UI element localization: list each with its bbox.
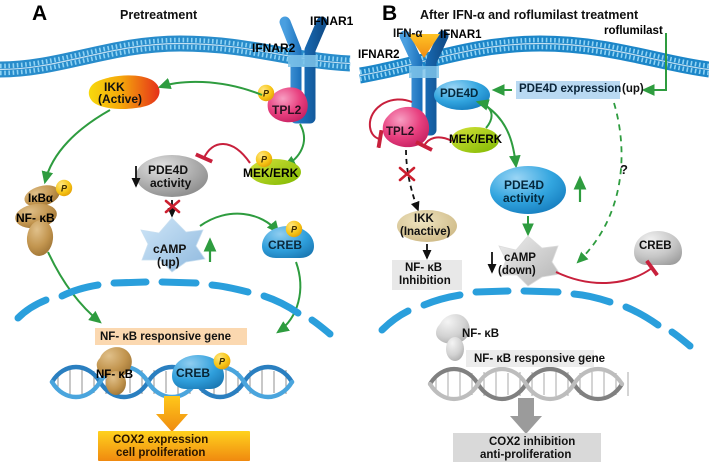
ikk-node-a bbox=[88, 75, 160, 109]
svg-text:P: P bbox=[61, 184, 68, 194]
creb-label-b: CREB bbox=[639, 240, 672, 252]
camp-state-label-a: (up) bbox=[157, 255, 180, 269]
mek-erk-label-b: MEK/ERK bbox=[449, 134, 503, 146]
pde4d-activity-sub-a: activity bbox=[150, 176, 192, 190]
creb-nuclear-node-a: P bbox=[172, 352, 231, 389]
ifnar2-label-b: IFNAR2 bbox=[358, 49, 400, 61]
panel-a-letter: A bbox=[32, 2, 48, 25]
roflumilast-line bbox=[641, 33, 667, 96]
tpl2-label-a: TPL2 bbox=[272, 103, 302, 117]
outcome-line2-a: cell proliferation bbox=[116, 447, 206, 459]
nfkb-inhibition-line2-b: Inhibition bbox=[399, 275, 451, 287]
svg-text:P: P bbox=[219, 357, 226, 367]
ikba-nfkb-complex-a: P bbox=[15, 179, 73, 256]
camp-node-a bbox=[140, 217, 206, 273]
pde4d-activity-node-b bbox=[490, 166, 566, 214]
responsive-gene-label-b: NF- κB responsive gene bbox=[474, 353, 606, 365]
outcome-line1-a: COX2 expression bbox=[113, 434, 209, 446]
ikba-label-a: IκBα bbox=[28, 193, 53, 205]
pde4d-activity-label-b: PDE4D bbox=[504, 178, 545, 192]
ifnar1-label-a: IFNAR1 bbox=[310, 14, 354, 28]
outcome-line2-b: anti-proliferation bbox=[480, 449, 572, 461]
nfkb-inhibition-band-b bbox=[392, 260, 462, 290]
inhibition-pde4d-to-tpl2 bbox=[368, 98, 413, 149]
pde4d-activity-sub-b: activity bbox=[503, 191, 545, 205]
nuclear-envelope-a bbox=[14, 278, 334, 338]
creb-node-b bbox=[634, 231, 682, 265]
inhibition-camp-to-creb-b bbox=[555, 259, 659, 284]
svg-text:P: P bbox=[263, 89, 270, 99]
pde4d-expression-state-b: (up) bbox=[622, 83, 644, 95]
nuclear-envelope-b bbox=[378, 287, 694, 350]
mek-erk-label-a: MEK/ERK bbox=[243, 166, 299, 180]
arrow-creb-to-nucleus-a bbox=[276, 261, 302, 334]
nfkb-nuclear-label-b: NF- κB bbox=[462, 328, 500, 340]
tpl2-node-a: P bbox=[257, 84, 308, 123]
ifnar1-label-b: IFNAR1 bbox=[440, 29, 482, 41]
ikk-state-label-b: (Inactive) bbox=[400, 226, 451, 238]
arrow-camp-to-creb-a bbox=[199, 212, 280, 234]
camp-node-b bbox=[498, 235, 561, 287]
ifn-alpha-label-b: IFN-α bbox=[393, 28, 423, 40]
svg-text:P: P bbox=[291, 225, 298, 235]
svg-text:P: P bbox=[261, 155, 268, 165]
outcome-arrow-a bbox=[156, 396, 188, 432]
panel-a-graphics: P P bbox=[0, 16, 351, 461]
arrow-ikk-to-ikba bbox=[41, 109, 111, 185]
outcome-arrow-b bbox=[510, 398, 542, 434]
nfkb-nuclear-node-a bbox=[96, 347, 132, 395]
pde4d-expression-label-b: PDE4D expression bbox=[519, 83, 622, 95]
arrow-mekerk-to-pde4d-b bbox=[475, 99, 493, 129]
responsive-gene-band-b bbox=[466, 350, 594, 367]
arrow-question-dashed-b bbox=[576, 102, 623, 264]
question-marker-b: ? bbox=[620, 162, 628, 177]
creb-label-a: CREB bbox=[268, 238, 303, 252]
outcome-box-a bbox=[98, 431, 250, 461]
ifn-alpha-ligand bbox=[408, 34, 440, 58]
ikk-node-b bbox=[397, 210, 457, 242]
panel-b-graphics bbox=[359, 30, 709, 462]
mek-erk-node-b bbox=[451, 127, 499, 153]
nfkb-nuclear-node-b bbox=[436, 314, 470, 361]
arrow-tpl2-to-mekerk bbox=[282, 123, 305, 168]
inhibition-mekerk-to-pde4d bbox=[194, 143, 251, 164]
ikk-label-b: IKK bbox=[414, 213, 434, 225]
camp-label-b: cAMP bbox=[504, 252, 536, 264]
dna-helix-a bbox=[49, 364, 295, 400]
nfkb-inhibition-line1-b: NF- κB bbox=[405, 262, 443, 274]
mek-erk-node-a: P bbox=[249, 150, 301, 185]
outcome-line1-b: COX2 inhibition bbox=[489, 436, 576, 448]
inhibition-mekerk-to-tpl2 bbox=[415, 136, 453, 152]
creb-nuclear-label-a: CREB bbox=[176, 366, 211, 380]
ikk-label-a: IKK bbox=[104, 80, 125, 94]
roflumilast-label-b: roflumilast bbox=[604, 25, 663, 37]
responsive-gene-band-a bbox=[95, 328, 247, 345]
creb-node-a: P bbox=[262, 220, 314, 258]
nfkb-nuclear-label-a: NF- κB bbox=[96, 369, 134, 381]
arrow-tpl2-to-ikk-b bbox=[405, 149, 420, 212]
pde4d-activity-label-a: PDE4D bbox=[148, 163, 189, 177]
camp-label-a: cAMP bbox=[153, 242, 187, 256]
outcome-box-b bbox=[453, 433, 601, 462]
pde4d-activity-node-a bbox=[136, 155, 208, 197]
tpl2-label-b: TPL2 bbox=[386, 126, 415, 138]
dna-helix-b bbox=[427, 367, 629, 401]
nfkb-cyto-label-a: NF- κB bbox=[16, 211, 55, 225]
panel-b-title: After IFN-α and roflumilast treatment bbox=[420, 8, 639, 22]
arrow-tpl2-to-ikk bbox=[157, 78, 263, 96]
panel-b-letter: B bbox=[382, 2, 398, 25]
arrow-pde4d-to-activity-b bbox=[485, 105, 521, 169]
ikk-state-label-a: (Active) bbox=[98, 92, 143, 106]
receptor-ifnar-a bbox=[279, 16, 328, 124]
block-x-icon-b bbox=[398, 166, 416, 182]
pde4d-expression-band-b bbox=[516, 81, 620, 99]
ifnar2-label-a: IFNAR2 bbox=[252, 41, 296, 55]
tpl2-node-b bbox=[382, 106, 430, 148]
responsive-gene-label-a: NF- κB responsive gene bbox=[100, 331, 232, 343]
panel-a-title: Pretreatment bbox=[120, 8, 198, 22]
block-x-icon-a bbox=[164, 199, 181, 214]
pde4d-membrane-label-b: PDE4D bbox=[440, 88, 479, 100]
camp-state-label-b: (down) bbox=[498, 265, 536, 277]
